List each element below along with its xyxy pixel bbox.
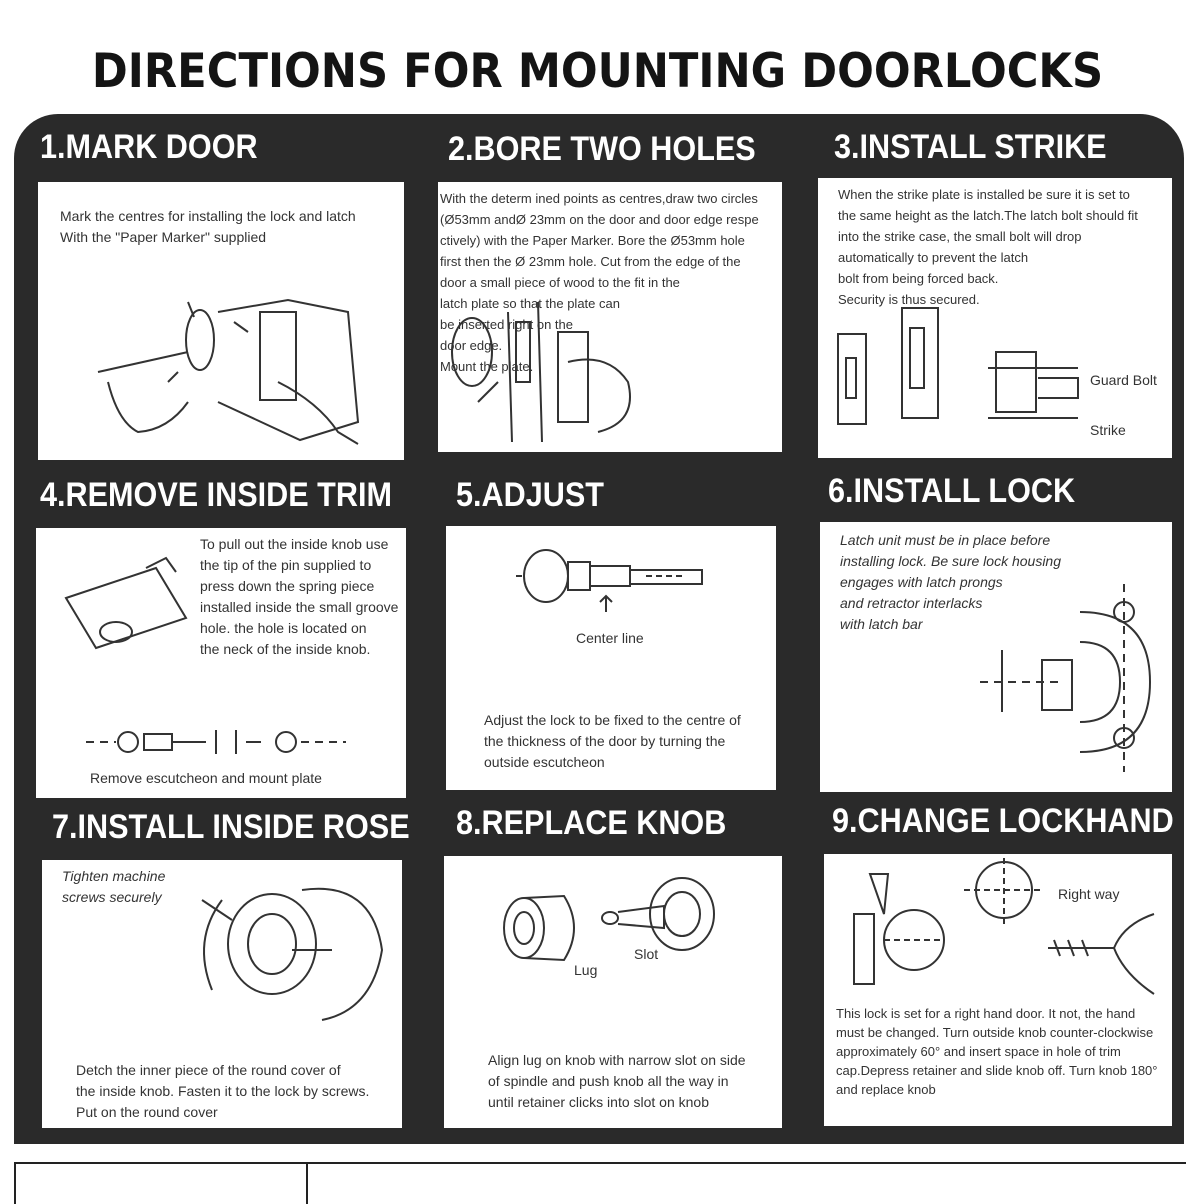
step-4-caption: Remove escutcheon and mount plate (90, 770, 322, 786)
step-5-heading: 5.ADJUST (456, 476, 604, 514)
remove-trim-illustration (64, 556, 346, 754)
step-6-panel: Latch unit must be in place before insta… (820, 522, 1172, 792)
step-4-text: To pull out the inside knob use the tip … (200, 536, 399, 657)
strike-label: Strike (1090, 422, 1126, 438)
step-3-text: When the strike plate is installed be su… (838, 187, 1138, 307)
lug-label: Lug (574, 962, 598, 978)
bottom-divider (306, 1164, 308, 1204)
center-line-label: Center line (576, 630, 644, 646)
step-5-panel: Center line Adjust the lock to be fixed … (446, 526, 776, 790)
step-8-text: Align lug on knob with narrow slot on si… (488, 1052, 746, 1110)
guard-bolt-label: Guard Bolt (1090, 372, 1157, 388)
right-way-label: Right way (1058, 886, 1120, 902)
step-1-text: Mark the centres for installing the lock… (60, 208, 356, 245)
step-1-heading: 1.MARK DOOR (40, 128, 258, 166)
step-9-heading: 9.CHANGE LOCKHAND (832, 802, 1174, 840)
change-lockhand-illustration (853, 858, 1155, 995)
bottom-strip (14, 1162, 1186, 1204)
inside-rose-illustration (201, 887, 384, 1021)
slot-label: Slot (634, 946, 659, 962)
step-5-text: Adjust the lock to be fixed to the centr… (484, 712, 741, 770)
page-title: DIRECTIONS FOR MOUNTING DOORLOCKS (91, 44, 1104, 99)
step-4-panel: To pull out the inside knob use the tip … (36, 528, 406, 798)
adjust-illustration (516, 549, 703, 612)
bore-holes-illustration (451, 301, 631, 443)
step-9-text: This lock is set for a right hand door. … (836, 1006, 1158, 1097)
install-lock-illustration (980, 584, 1152, 772)
step-4-heading: 4.REMOVE INSIDE TRIM (40, 476, 392, 514)
step-2-text: With the determ ined points as centres,d… (440, 191, 759, 374)
step-9-panel: Right way This lock is set for a right h… (824, 854, 1172, 1126)
step-7-text: Detch the inner piece of the round cover… (76, 1062, 370, 1120)
step-2-heading: 2.BORE TWO HOLES (448, 130, 756, 168)
step-2-panel: With the determ ined points as centres,d… (438, 182, 782, 452)
step-7-caption: Tighten machine screws securely (62, 868, 166, 905)
step-7-panel: Tighten machine screws securely Detch th… (42, 860, 402, 1128)
step-1-panel: Mark the centres for installing the lock… (38, 182, 404, 460)
step-6-heading: 6.INSTALL LOCK (828, 472, 1076, 510)
step-3-heading: 3.INSTALL STRIKE (834, 128, 1107, 166)
step-6-text: Latch unit must be in place before insta… (840, 532, 1062, 632)
step-3-panel: When the strike plate is installed be su… (818, 178, 1172, 458)
step-8-panel: Slot Lug Align lug on knob with narrow s… (444, 856, 782, 1128)
step-7-heading: 7.INSTALL INSIDE ROSE (52, 808, 410, 846)
mark-door-illustration (97, 298, 360, 445)
replace-knob-illustration (503, 877, 715, 962)
strike-illustration (837, 307, 1079, 425)
step-8-heading: 8.REPLACE KNOB (456, 804, 727, 842)
